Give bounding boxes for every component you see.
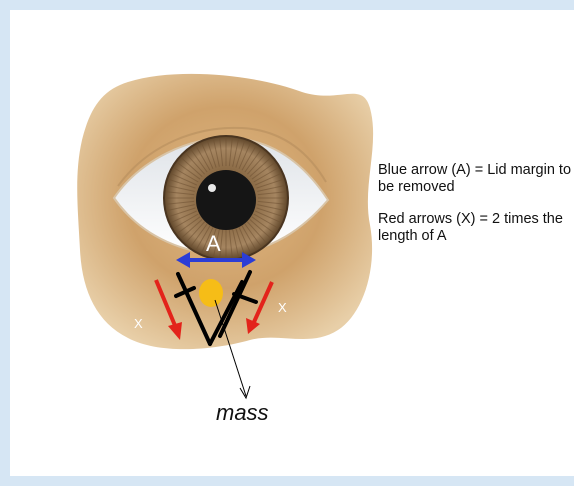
red-arrow-left-letter: X [134, 316, 143, 331]
red-arrow-right-letter: X [278, 300, 287, 315]
pupil-highlight [208, 184, 216, 192]
mass-caption: mass [216, 400, 269, 425]
legend-blue-arrow: Blue arrow (A) = Lid margin to be remove… [378, 162, 574, 196]
legend: Blue arrow (A) = Lid margin to be remove… [378, 162, 574, 260]
mass-nodule [199, 279, 223, 307]
legend-red-arrows: Red arrows (X) = 2 times the length of A [378, 211, 574, 245]
blue-arrow-letter: A [206, 231, 221, 256]
pupil [196, 170, 256, 230]
